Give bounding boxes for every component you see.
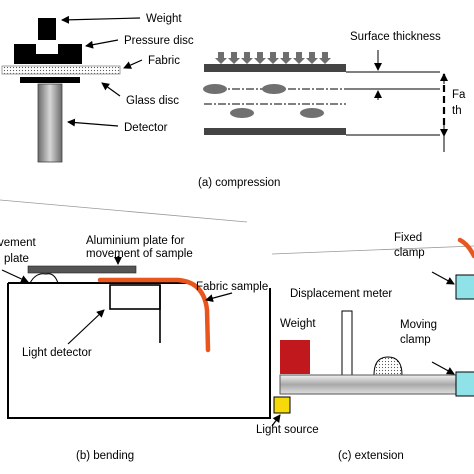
pressure-arrows	[215, 52, 331, 64]
fixed-clamp-label-2: clamp	[394, 247, 425, 259]
fixed-clamp-label-1: Fixed	[394, 232, 422, 244]
weight-label-extension: Weight	[280, 318, 316, 330]
sample-under-plate	[29, 273, 59, 284]
light-detector-box	[109, 284, 161, 310]
light-source	[273, 396, 291, 414]
pressure-disc-arrow	[85, 39, 119, 49]
top-plate	[204, 64, 346, 72]
compression-caption: (a) compression	[198, 177, 280, 189]
moving-clamp-arrow	[431, 361, 455, 375]
aluminium-plate-label-2: movement of sample	[86, 248, 193, 260]
weight-block	[38, 18, 56, 40]
detector-label: Detector	[124, 122, 168, 134]
extension-caption: (c) extension	[338, 450, 404, 462]
pressure-disc	[14, 44, 82, 64]
aluminium-plate-label-1: Aluminium plate for	[86, 235, 185, 247]
fabric-sample-extension	[457, 237, 474, 259]
fabric-arrow	[123, 59, 143, 69]
fixed-clamp-arrow	[431, 271, 455, 285]
glass-disc-arrow	[101, 82, 121, 97]
compression-panel: Weight Pressure disc Fabric Glass disc D…	[1, 13, 466, 189]
weight-label: Weight	[146, 13, 182, 25]
fabric-label: Fabric	[148, 55, 180, 67]
dome	[373, 356, 403, 376]
detector	[37, 83, 63, 163]
fabric-sample-label: Fabric sample	[196, 281, 268, 293]
light-detector-arrow	[67, 309, 105, 345]
fabric-sample-arrow	[205, 292, 233, 303]
moving-clamp	[455, 371, 474, 397]
movement-plate-label-1: vement	[0, 237, 37, 249]
pressure-disc-label: Pressure disc	[124, 35, 194, 47]
bending-enclosure	[7, 283, 271, 419]
weight-block-extension	[280, 340, 310, 374]
displacement-meter-rod	[341, 310, 353, 376]
detector-arrow	[67, 118, 119, 127]
displacement-meter-label: Displacement meter	[290, 288, 392, 300]
aluminium-plate	[27, 265, 137, 274]
panel-separator-right	[271, 245, 474, 255]
light-source-label: Light source	[256, 424, 319, 436]
surface-thickness-label: Surface thickness	[350, 31, 441, 43]
fibre-cross-sections	[203, 84, 324, 118]
moving-clamp-label-2: clamp	[400, 334, 431, 346]
fabric-thickness-label-1: Fa	[452, 89, 466, 101]
bending-caption: (b) bending	[76, 450, 134, 462]
fabric-sample	[97, 277, 211, 353]
panel-separator-left	[0, 199, 248, 223]
light-source-arrow	[271, 414, 281, 427]
fabric-strip	[1, 65, 121, 75]
extension-panel: Fixed clamp Displacement meter Weight Mo…	[279, 232, 474, 462]
bending-panel: vement plate Aluminium plate for movemen…	[0, 235, 319, 462]
movement-plate-arrow	[1, 269, 29, 283]
extension-bar	[279, 374, 457, 395]
fixed-clamp	[455, 274, 474, 300]
glass-disc-label: Glass disc	[126, 95, 179, 107]
moving-clamp-label-1: Moving	[400, 319, 437, 331]
weight-arrow	[61, 15, 141, 24]
glass-disc	[20, 77, 80, 83]
fabric-thickness-label-2: th	[452, 105, 462, 117]
movement-plate-label-2: plate	[4, 253, 29, 265]
bottom-plate	[204, 128, 346, 135]
light-detector-label: Light detector	[22, 347, 92, 359]
